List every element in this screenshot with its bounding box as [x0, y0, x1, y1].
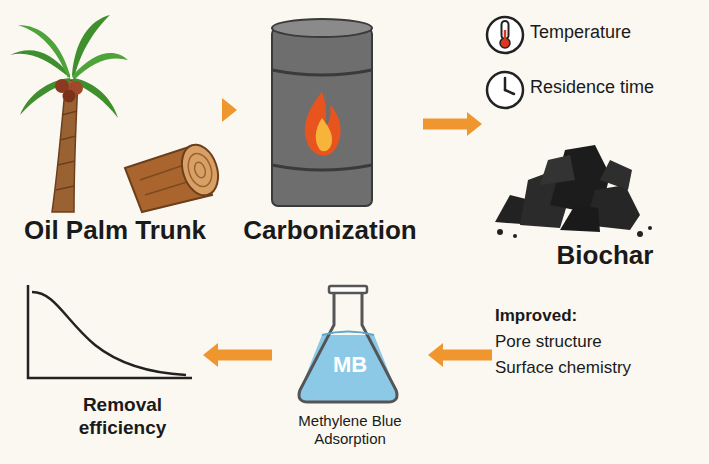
node-text: Carbonization — [240, 215, 420, 246]
flow-arrow — [423, 112, 482, 136]
node-text: Oil Palm Trunk — [5, 215, 225, 246]
list-heading: Improved: — [495, 306, 705, 326]
node-text: Temperature — [530, 22, 705, 44]
flow-arrow — [203, 343, 272, 367]
flask — [299, 286, 397, 402]
parameter-label: Residence time — [485, 77, 705, 99]
efficiency-chart — [28, 285, 192, 378]
node-text: Biochar — [535, 240, 675, 271]
flask-label: MB Methylene Blue Adsorption — [275, 290, 425, 448]
flask-caption: Methylene Blue Adsorption — [285, 412, 415, 448]
thermometer-icon — [487, 17, 523, 53]
log — [125, 140, 224, 212]
carbonization-barrel — [272, 19, 372, 206]
biochar-pile — [495, 145, 652, 238]
node-text: Residence time — [530, 77, 705, 99]
list-item: Surface chemistry — [495, 358, 705, 378]
flow-arrow — [222, 98, 237, 122]
palm-tree — [10, 15, 128, 212]
stage-label: Carbonization — [240, 10, 420, 246]
parameter-label: Temperature — [485, 22, 705, 44]
property-list: Improved: Pore structureSurface chemistry — [495, 306, 705, 383]
flow-arrow — [428, 343, 492, 367]
stage-label: Oil Palm Trunk — [5, 10, 225, 246]
node-text: Removal efficiency — [58, 394, 188, 440]
clock-icon — [487, 72, 523, 108]
stage-label: Removal efficiency — [15, 282, 200, 440]
stage-label: Biochar — [485, 115, 675, 271]
list-item: Pore structure — [495, 332, 705, 352]
flask-symbol: MB — [275, 352, 425, 378]
